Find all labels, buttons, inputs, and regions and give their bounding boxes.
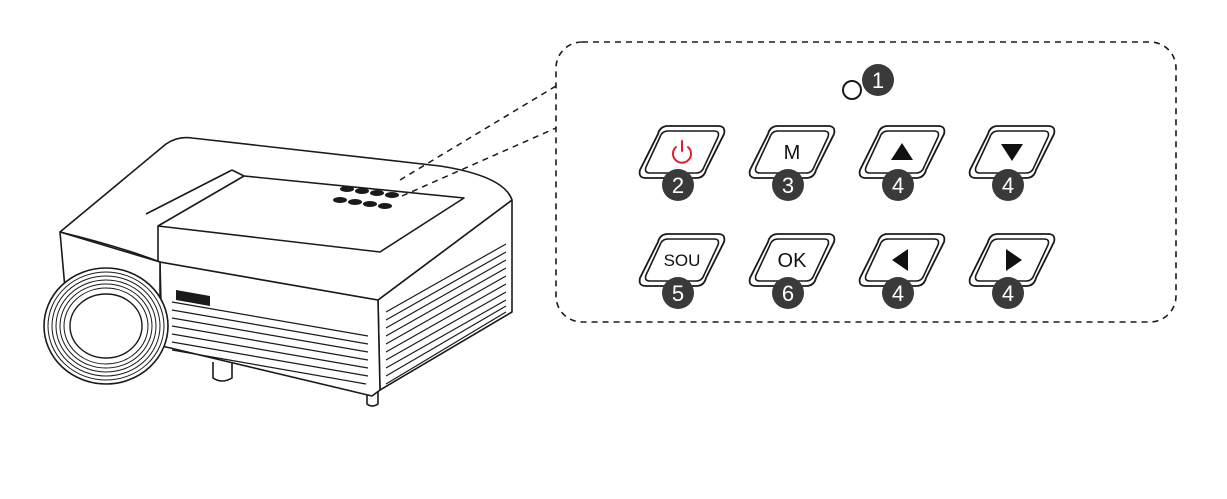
button-label: OK bbox=[778, 250, 808, 272]
button-inner-edge bbox=[754, 238, 830, 282]
down-button[interactable]: 4 bbox=[968, 125, 1056, 201]
power-icon bbox=[672, 140, 692, 164]
number-badge-label: 4 bbox=[1002, 281, 1014, 306]
button-inner-edge bbox=[644, 238, 720, 282]
number-badge bbox=[662, 277, 694, 309]
left-button[interactable]: 4 bbox=[858, 233, 946, 309]
callout-box bbox=[555, 41, 1177, 323]
button-label: M bbox=[784, 142, 801, 164]
triangle-up-icon bbox=[891, 143, 913, 160]
number-badge-label: 1 bbox=[872, 68, 884, 93]
ok-button[interactable]: OK 6 bbox=[748, 233, 836, 309]
number-badge bbox=[662, 169, 694, 201]
number-badge bbox=[862, 64, 894, 96]
projector-illustration bbox=[43, 136, 513, 407]
top-panel-buttons bbox=[333, 186, 399, 209]
triangle-right-icon bbox=[1006, 249, 1022, 271]
button-inner-edge bbox=[754, 130, 830, 174]
indicator-led: 1 bbox=[842, 64, 894, 100]
power-button[interactable]: 2 bbox=[638, 125, 726, 201]
up-button[interactable]: 4 bbox=[858, 125, 946, 201]
triangle-left-icon bbox=[892, 249, 908, 271]
number-badge bbox=[882, 277, 914, 309]
button-label: SOU bbox=[664, 251, 701, 270]
number-badge-label: 3 bbox=[782, 173, 794, 198]
number-badge bbox=[992, 277, 1024, 309]
side-vents bbox=[385, 243, 507, 385]
number-badge-label: 4 bbox=[892, 173, 904, 198]
right-button[interactable]: 4 bbox=[968, 233, 1056, 309]
source-button[interactable]: SOU 5 bbox=[638, 233, 726, 309]
callout-leader-lines bbox=[399, 85, 557, 197]
triangle-down-icon bbox=[1001, 144, 1023, 161]
number-badge bbox=[882, 169, 914, 201]
number-badge bbox=[772, 277, 804, 309]
number-badge-label: 4 bbox=[1002, 173, 1014, 198]
lens bbox=[43, 267, 169, 385]
number-badge-label: 2 bbox=[672, 173, 684, 198]
number-badge bbox=[992, 169, 1024, 201]
number-badge-label: 4 bbox=[892, 281, 904, 306]
number-badge-label: 6 bbox=[782, 281, 794, 306]
front-vents bbox=[171, 301, 369, 385]
led-icon bbox=[842, 80, 862, 100]
number-badge bbox=[772, 169, 804, 201]
number-badge-label: 5 bbox=[672, 281, 684, 306]
menu-button[interactable]: M3 bbox=[748, 125, 836, 201]
